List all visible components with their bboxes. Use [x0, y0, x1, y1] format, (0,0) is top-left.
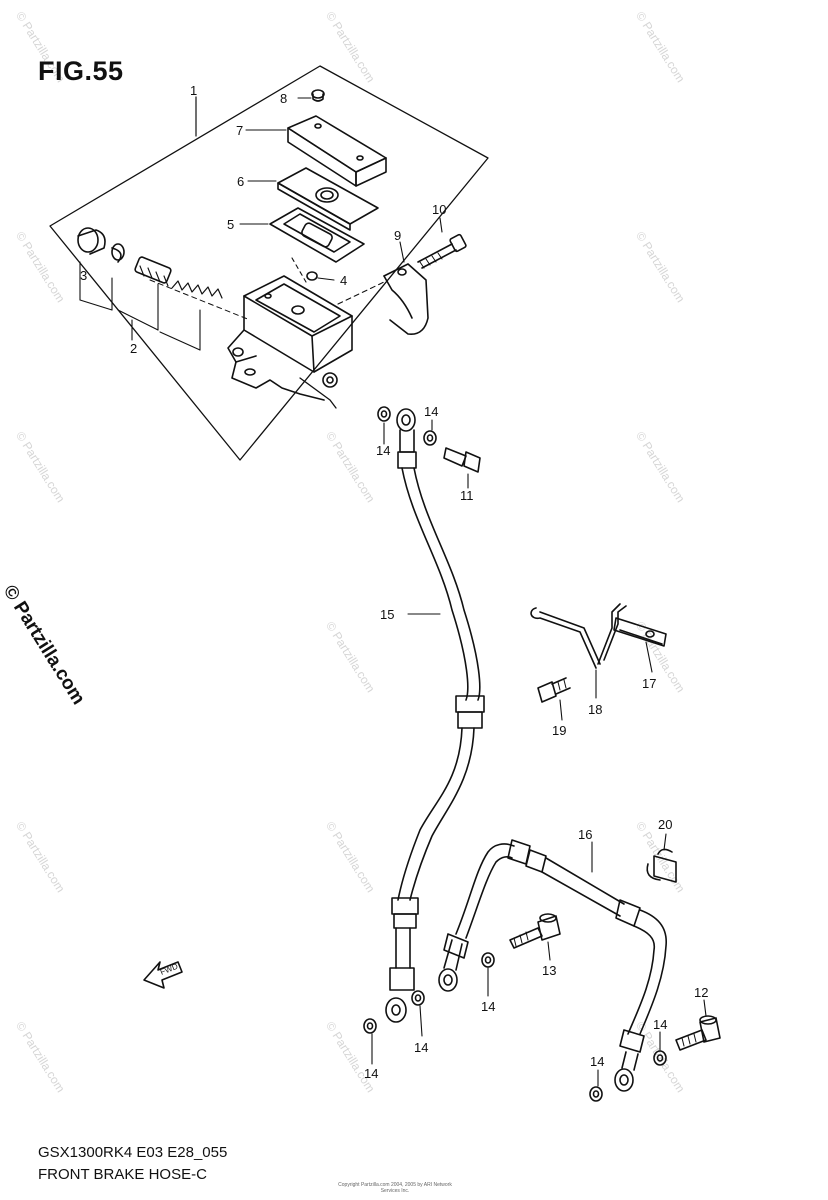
callout-9: 9: [394, 228, 401, 243]
callout-1: 1: [190, 83, 197, 98]
diaphragm-plate: [247, 167, 379, 231]
callout-14: 14: [653, 1017, 667, 1032]
callout-3: 3: [80, 268, 87, 283]
callout-20: 20: [658, 817, 672, 832]
assembly-outline: [49, 65, 489, 461]
copyright-note: Copyright Partzilla.com 2004, 2005 by AR…: [338, 1182, 452, 1194]
screw-part: [306, 271, 335, 281]
washer: [481, 952, 495, 968]
washer: [377, 406, 391, 422]
callout-14: 14: [414, 1040, 428, 1055]
washer: [423, 430, 437, 446]
callout-13: 13: [542, 963, 556, 978]
callout-19: 19: [552, 723, 566, 738]
screw-part: [297, 89, 325, 102]
callout-15: 15: [380, 607, 394, 622]
washer: [589, 1086, 603, 1102]
fwd-arrow-icon: [143, 961, 183, 989]
washer: [653, 1050, 667, 1066]
callout-16: 16: [578, 827, 592, 842]
piston-boot: [77, 227, 125, 263]
washer: [411, 990, 425, 1006]
banjo-fitting: [396, 408, 417, 469]
callout-14: 14: [364, 1066, 378, 1081]
callout-4: 4: [340, 273, 347, 288]
front-brake-hose: [385, 467, 485, 1023]
callout-17: 17: [642, 676, 656, 691]
callout-14: 14: [481, 999, 495, 1014]
callout-bracket: [79, 261, 201, 351]
callout-8: 8: [280, 91, 287, 106]
figure-name: FRONT BRAKE HOSE-C: [38, 1166, 207, 1183]
callout-5: 5: [227, 217, 234, 232]
callout-14: 14: [590, 1054, 604, 1069]
figure-title: FIG.55: [38, 56, 124, 86]
leader-lines: [371, 419, 661, 1087]
handlebar-clamp: [383, 241, 429, 335]
callout-12: 12: [694, 985, 708, 1000]
callout-6: 6: [237, 174, 244, 189]
model-code: GSX1300RK4 E03 E28_055: [38, 1144, 228, 1161]
caliper-hose: [438, 839, 667, 1092]
callout-2: 2: [130, 341, 137, 356]
callout-10: 10: [432, 202, 446, 217]
callout-14: 14: [424, 404, 438, 419]
clamp-bolt: [417, 217, 467, 269]
diaphragm: [239, 207, 365, 263]
callout-7: 7: [236, 123, 243, 138]
hose-guide: [530, 603, 667, 699]
hose-clip: [646, 833, 677, 883]
callout-11: 11: [460, 488, 474, 503]
callout-18: 18: [588, 702, 602, 717]
reservoir-cap: [245, 115, 387, 187]
piston-set: [134, 256, 251, 321]
union-bolt: [509, 913, 561, 961]
master-cylinder-body: [227, 257, 385, 409]
callout-14: 14: [376, 443, 390, 458]
guide-bolt: [537, 677, 571, 721]
union-bolt: [675, 999, 721, 1051]
washer: [363, 1018, 377, 1034]
banjo-bolt: [443, 447, 481, 489]
